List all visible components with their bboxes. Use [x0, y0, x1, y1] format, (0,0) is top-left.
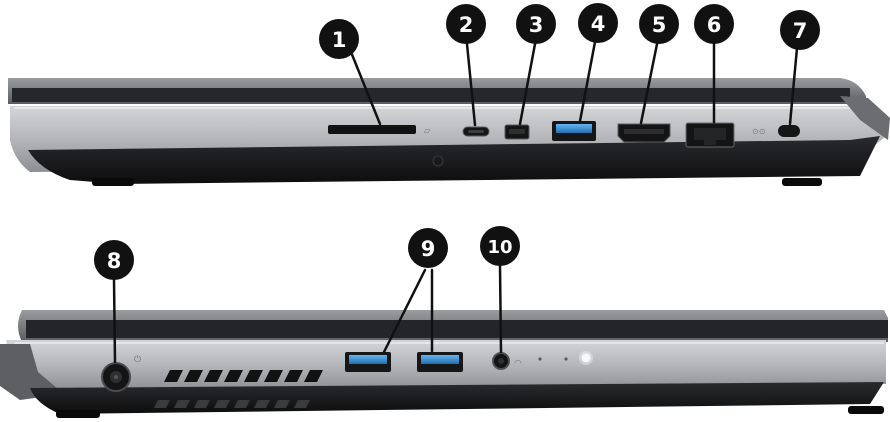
- leader-line-8: [112, 278, 117, 364]
- callout-2-number: 2: [459, 13, 474, 37]
- leader-line-10: [498, 264, 503, 354]
- callout-4: 4: [578, 3, 618, 43]
- headphone-icon: ◠: [514, 359, 522, 369]
- callout-4-number: 4: [591, 12, 606, 36]
- callout-9: 9: [408, 228, 448, 268]
- hinge-cap: [840, 96, 890, 140]
- callout-1: 1: [319, 19, 359, 59]
- dc-power-jack: ⏻: [101, 354, 141, 392]
- callout-7-number: 7: [793, 19, 808, 43]
- leader-line-5: [639, 42, 659, 125]
- power-icon: ⏻: [134, 354, 141, 365]
- callout-10-number: 10: [487, 237, 512, 258]
- leader-line-4: [578, 40, 597, 123]
- callout-6-number: 6: [707, 13, 722, 37]
- callout-5: 5: [639, 4, 679, 44]
- foot-right: [782, 178, 822, 186]
- foot-right: [848, 406, 884, 414]
- laptop-left-side-view: ⏻: [0, 310, 888, 418]
- lock-icon: ⊙⊙: [752, 127, 765, 136]
- leader-line-9a: [382, 268, 427, 354]
- callout-3: 3: [516, 4, 556, 44]
- card-reader-slot: ▱: [328, 125, 431, 135]
- callout-7: 7: [780, 10, 820, 50]
- leader-line-2: [465, 42, 477, 127]
- mini-displayport: [504, 124, 530, 140]
- usb-type-c-port: [462, 126, 490, 137]
- callout-1-number: 1: [332, 28, 347, 52]
- callout-badges: 1 2 3 4 5 6 7 8: [94, 3, 820, 280]
- callout-8: 8: [94, 240, 134, 280]
- leader-line-1: [349, 50, 382, 126]
- chassis-left-wedge: [0, 344, 64, 400]
- callout-2: 2: [446, 4, 486, 44]
- usb-type-a-port-left-2: [417, 352, 463, 372]
- leader-line-7: [788, 46, 799, 126]
- callout-6: 6: [694, 4, 734, 44]
- status-leds: [538, 351, 593, 365]
- laptop-right-side-view: ▱ ⊙⊙: [8, 78, 890, 186]
- usb-type-a-port-blue: [552, 121, 596, 141]
- security-lock-slot: ⊙⊙: [752, 125, 800, 137]
- hdmi-port: [617, 123, 671, 143]
- foot-left: [56, 410, 100, 418]
- callout-9-number: 9: [421, 237, 436, 261]
- callout-10: 10: [480, 226, 520, 266]
- foot-left: [92, 178, 134, 186]
- callout-8-number: 8: [107, 249, 122, 273]
- ethernet-port: [685, 122, 735, 148]
- screw-hole: [432, 155, 444, 167]
- vent-slots-lower: [154, 400, 310, 408]
- callout-5-number: 5: [652, 13, 667, 37]
- sd-card-icon: ▱: [424, 126, 431, 135]
- lid-dark-strip: [26, 320, 888, 338]
- callout-leaders: [112, 40, 799, 364]
- vent-slots-upper: [164, 370, 323, 382]
- lid-dark-strip: [12, 88, 850, 102]
- callout-3-number: 3: [529, 13, 544, 37]
- leader-line-3: [518, 42, 537, 126]
- chassis-bottom: [28, 136, 880, 184]
- usb-type-a-port-left-1: [345, 352, 391, 372]
